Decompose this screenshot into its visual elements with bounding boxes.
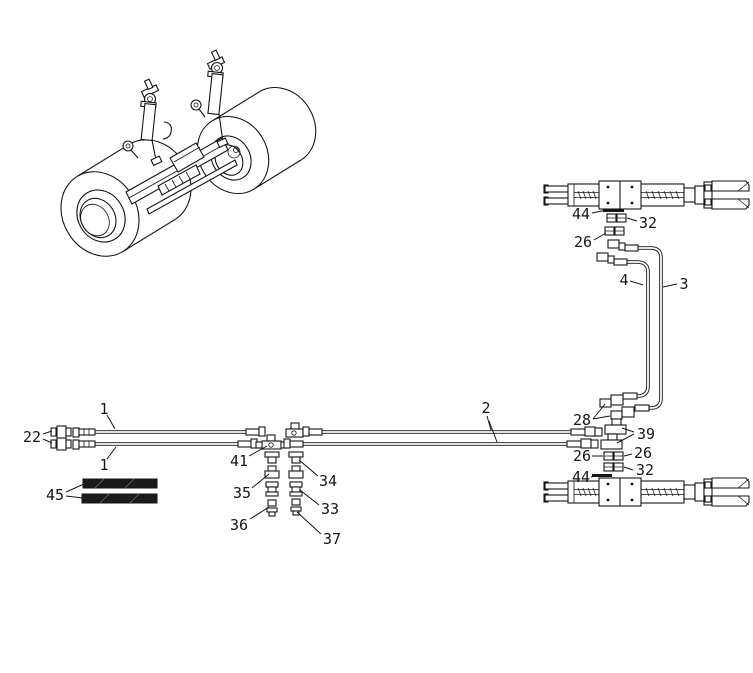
fitting-cluster-top xyxy=(596,209,639,266)
spacer-bars-45 xyxy=(81,478,158,504)
middle-junction xyxy=(237,422,323,517)
callout-34-label: 34 xyxy=(319,472,337,490)
callout-45-label: 45 xyxy=(46,486,64,504)
hose-4 xyxy=(627,260,650,398)
callout-26-left: 26 xyxy=(573,447,603,465)
callout-32-top-label: 32 xyxy=(639,214,657,232)
hose-3 xyxy=(638,246,663,410)
callout-33: 33 xyxy=(299,489,339,518)
callout-26-right: 26 xyxy=(623,444,652,462)
hydraulic-hoses-rear xyxy=(303,430,571,446)
callout-4-label: 4 xyxy=(619,271,628,289)
callout-3-label: 3 xyxy=(679,275,688,293)
axle-assembly-illustration xyxy=(60,49,317,257)
axle-beam xyxy=(125,121,238,215)
shock-absorber-right xyxy=(206,49,229,149)
callout-28: 28 xyxy=(573,403,611,429)
callout-28-label: 28 xyxy=(573,411,591,429)
callout-32-bottom-label: 32 xyxy=(636,461,654,479)
callout-35: 35 xyxy=(233,473,270,502)
callout-39: 39 xyxy=(616,425,655,444)
callout-44-top: 44 xyxy=(572,205,605,223)
callout-22: 22 xyxy=(23,428,53,446)
callout-26-top: 26 xyxy=(574,232,607,251)
mount-bracket-right xyxy=(190,99,206,118)
callout-44-bottom: 44 xyxy=(572,468,597,486)
callout-36-label: 36 xyxy=(230,516,248,534)
callout-26-top-label: 26 xyxy=(574,233,592,251)
hose-fittings-left xyxy=(50,425,96,451)
callout-26-right-label: 26 xyxy=(634,444,652,462)
callout-22-label: 22 xyxy=(23,428,41,446)
callout-32-bottom: 32 xyxy=(623,461,654,479)
callouts: 1 1 22 45 41 35 36 34 xyxy=(23,205,689,548)
hydraulic-hoses-front xyxy=(95,430,246,446)
callout-39-label: 39 xyxy=(637,425,655,443)
adapter-column-right xyxy=(288,451,304,516)
tee-fitting-41 xyxy=(255,434,288,450)
shock-absorber-left xyxy=(140,78,163,167)
callout-37-label: 37 xyxy=(323,530,341,548)
callout-1-lower: 1 xyxy=(99,446,117,474)
callout-37: 37 xyxy=(296,511,341,548)
callout-4: 4 xyxy=(619,271,644,289)
adapter-column-left xyxy=(264,451,280,517)
callout-2: 2 xyxy=(481,399,498,443)
callout-1-upper-label: 1 xyxy=(99,400,108,418)
callout-26-left-label: 26 xyxy=(573,447,591,465)
callout-36: 36 xyxy=(230,506,270,534)
callout-44-bottom-label: 44 xyxy=(572,468,590,486)
mount-bracket-left xyxy=(122,140,139,159)
callout-32-top: 32 xyxy=(626,214,657,232)
callout-44-top-label: 44 xyxy=(572,205,590,223)
fitting-cluster-right xyxy=(566,392,650,477)
callout-41-label: 41 xyxy=(230,452,248,470)
right-tire xyxy=(196,86,317,195)
callout-3: 3 xyxy=(662,275,689,293)
callout-1-upper: 1 xyxy=(99,400,116,430)
callout-41: 41 xyxy=(230,445,268,470)
callout-34: 34 xyxy=(298,459,337,490)
callout-33-label: 33 xyxy=(321,500,339,518)
callout-35-label: 35 xyxy=(233,484,251,502)
callout-2-label: 2 xyxy=(481,399,490,417)
callout-45: 45 xyxy=(46,483,85,504)
callout-1-lower-label: 1 xyxy=(99,456,108,474)
